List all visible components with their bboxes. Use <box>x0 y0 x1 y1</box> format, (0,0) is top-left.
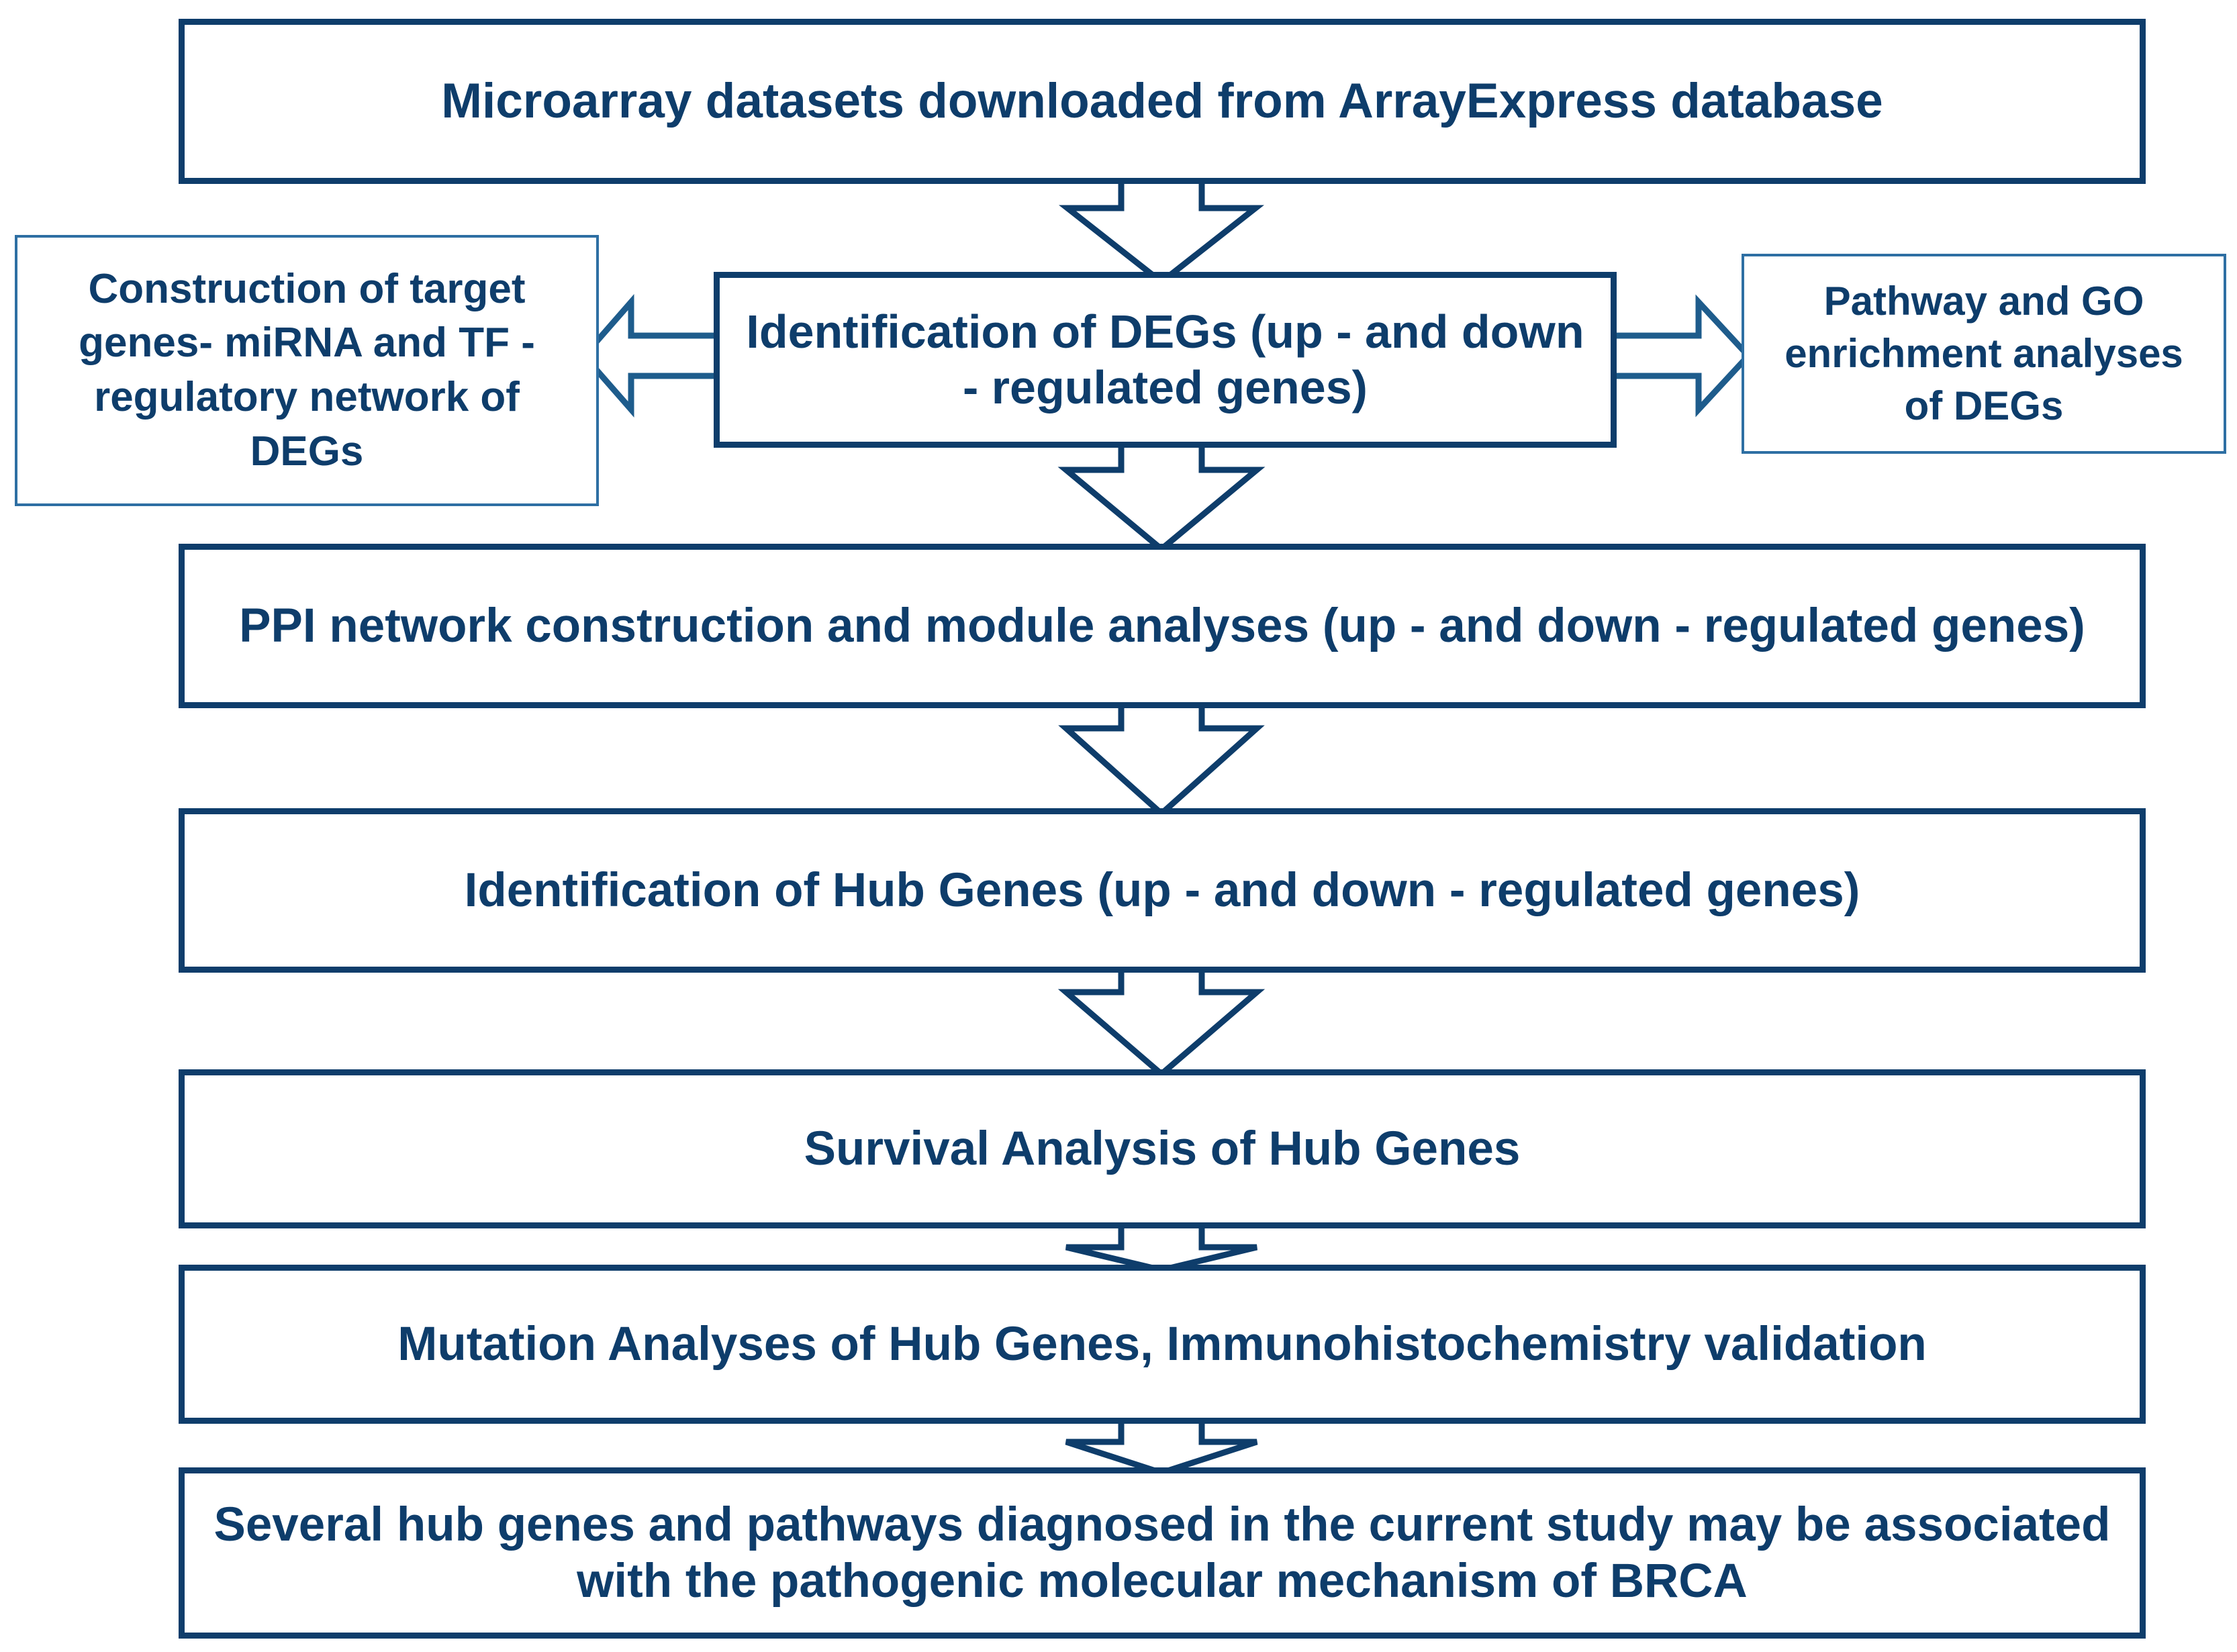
node-identification-hub-genes-label: Identification of Hub Genes (up - and do… <box>464 863 1860 917</box>
node-identification-of-degs: Identification of DEGs (up - and down - … <box>714 272 1617 448</box>
node-survival-analysis-label: Survival Analysis of Hub Genes <box>804 1122 1521 1175</box>
node-mutation-analyses: Mutation Analyses of Hub Genes, Immunohi… <box>179 1265 2146 1424</box>
node-ppi-network: PPI network construction and module anal… <box>179 544 2146 708</box>
arrow-center-to-right-icon <box>1607 294 1753 418</box>
node-conclusion: Several hub genes and pathways diagnosed… <box>179 1467 2146 1639</box>
node-identification-hub-genes: Identification of Hub Genes (up - and do… <box>179 808 2146 973</box>
node-ppi-network-label: PPI network construction and module anal… <box>239 599 2085 652</box>
node-microarray-datasets: Microarray datasets downloaded from Arra… <box>179 19 2146 184</box>
node-conclusion-label: Several hub genes and pathways diagnosed… <box>213 1498 2111 1608</box>
node-mutation-analyses-label: Mutation Analyses of Hub Genes, Immunohi… <box>397 1317 1927 1371</box>
node-target-gene-network-label: Construction of target genes- miRNA and … <box>79 265 535 475</box>
node-survival-analysis: Survival Analysis of Hub Genes <box>179 1069 2146 1228</box>
arrow-center-to-left-icon <box>580 294 725 418</box>
node-pathway-go-enrichment-label: Pathway and GO enrichment analyses of DE… <box>1784 279 2183 428</box>
node-identification-of-degs-label: Identification of DEGs (up - and down - … <box>746 305 1584 414</box>
node-target-gene-network: Construction of target genes- miRNA and … <box>15 235 599 506</box>
node-pathway-go-enrichment: Pathway and GO enrichment analyses of DE… <box>1742 254 2226 454</box>
node-microarray-datasets-label: Microarray datasets downloaded from Arra… <box>441 73 1883 128</box>
